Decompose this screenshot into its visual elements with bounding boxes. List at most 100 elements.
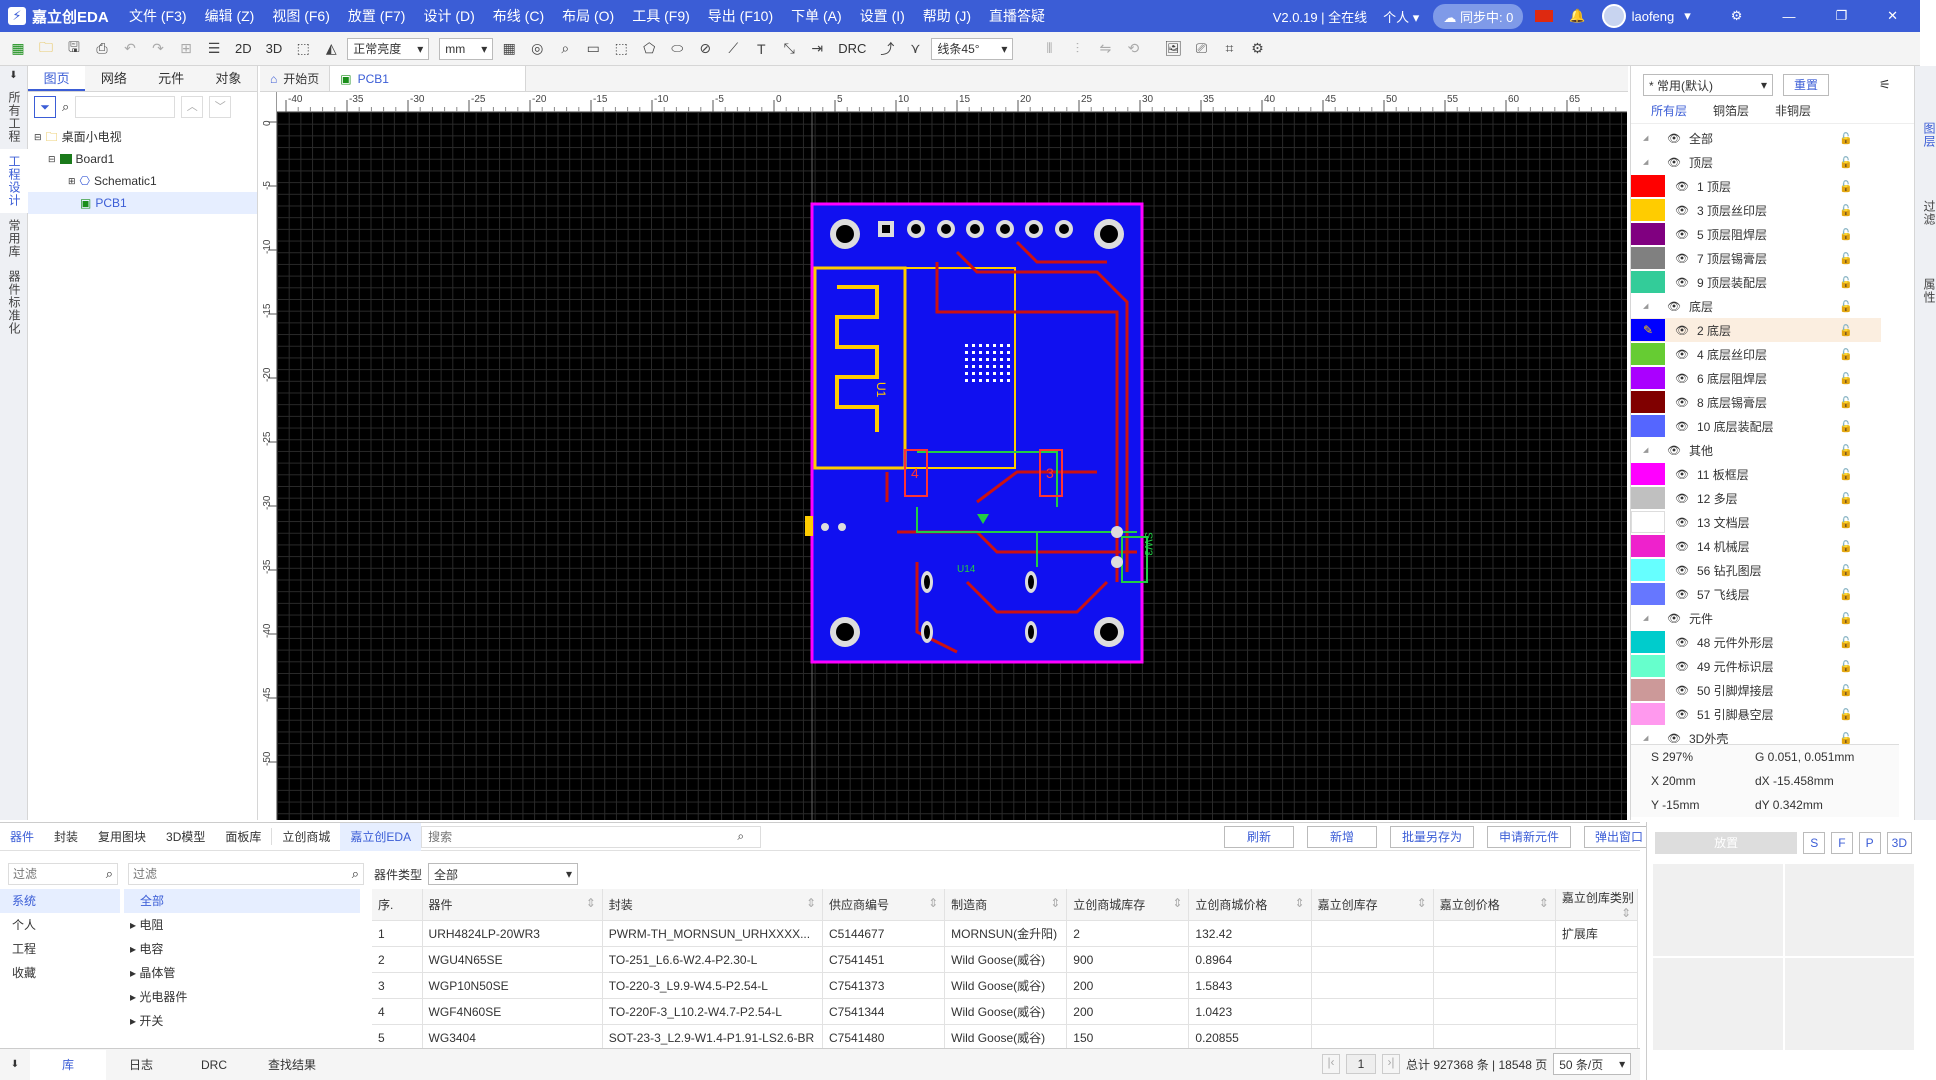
tab-3d-models[interactable]: 3D模型 xyxy=(166,830,206,844)
component-c3[interactable] xyxy=(1039,449,1063,497)
tab-search-results[interactable]: 查找结果 xyxy=(267,1058,316,1072)
text-icon[interactable]: T xyxy=(756,40,766,57)
layer-row[interactable]: 👁5 顶层阻焊层🔓 xyxy=(1631,222,1881,246)
distribute-icon[interactable]: ⫶ xyxy=(1075,40,1080,56)
unit-select[interactable]: mm▾ xyxy=(439,37,494,60)
column-header[interactable]: 嘉立创库类别 ⇕ xyxy=(1555,889,1639,921)
pin-icon[interactable]: ⬇ xyxy=(9,70,18,81)
image-icon[interactable]: 🖼 xyxy=(1164,40,1183,56)
grid-layout-icon[interactable]: ⊞ xyxy=(180,40,192,56)
lock-icon[interactable]: 🔓 xyxy=(1839,228,1853,241)
tab-drc[interactable]: DRC xyxy=(201,1057,227,1072)
layer-row[interactable]: 👁14 机械层🔓 xyxy=(1631,534,1881,558)
tab-footprints[interactable]: 封装 xyxy=(54,830,79,844)
collapse-arrow-icon[interactable]: ◢ xyxy=(1643,159,1649,166)
lock-icon[interactable]: 🔓 xyxy=(1839,468,1853,481)
layer-group-row[interactable]: ◢👁其他🔓 xyxy=(1631,438,1881,462)
collapse-arrow-icon[interactable]: ◢ xyxy=(1643,447,1649,454)
batch-save-button[interactable]: 批量另存为 xyxy=(1390,826,1474,848)
eye-icon[interactable]: 👁 xyxy=(1675,660,1689,673)
layer-color-swatch[interactable] xyxy=(1631,463,1665,485)
eye-icon[interactable]: 👁 xyxy=(1667,732,1681,745)
collapse-icon[interactable]: ⊟ xyxy=(48,154,56,164)
layer-group-row[interactable]: ◢👁底层🔓 xyxy=(1631,294,1881,318)
lock-icon[interactable]: 🔓 xyxy=(1839,204,1853,217)
tab-library[interactable]: 库 xyxy=(30,1049,106,1080)
eye-icon[interactable]: 👁 xyxy=(1675,588,1689,601)
layer-color-swatch[interactable] xyxy=(1631,415,1665,437)
layer-color-swatch[interactable]: ✎ xyxy=(1631,319,1665,341)
pcb-canvas[interactable]: U1 4 3 U14 SW3 xyxy=(277,112,1627,820)
device-type-select[interactable]: 全部▾ xyxy=(428,863,579,885)
chevron-down-icon[interactable]: ▾ xyxy=(1684,8,1691,23)
lock-icon[interactable]: 🔓 xyxy=(1839,420,1853,433)
eye-icon[interactable]: 👁 xyxy=(1675,396,1689,409)
menu-export[interactable]: 导出 (F10) xyxy=(707,8,774,24)
pin-icon[interactable]: ⌕ xyxy=(561,40,570,56)
sort-icon[interactable]: ⇕ xyxy=(1172,896,1183,910)
lock-icon[interactable]: 🔓 xyxy=(1839,252,1853,265)
eye-icon[interactable]: 👁 xyxy=(1667,132,1681,145)
filter-icon[interactable]: ⏷ xyxy=(34,96,56,118)
tab-reuse-blocks[interactable]: 复用图块 xyxy=(98,830,147,844)
restore-icon[interactable]: ❐ xyxy=(1835,8,1848,23)
eye-icon[interactable]: 👁 xyxy=(1667,444,1681,457)
source-favorites[interactable]: 收藏 xyxy=(12,966,37,980)
tab-all-projects[interactable]: 所有工程 xyxy=(7,91,21,143)
fit-view-icon[interactable]: ⬚ xyxy=(296,40,310,56)
sort-icon[interactable]: ⇕ xyxy=(1294,896,1305,910)
column-header[interactable]: 立创商城库存 ⇕ xyxy=(1066,889,1190,921)
layer-settings-icon[interactable]: ⚟ xyxy=(1879,77,1891,92)
align-icon[interactable]: ⫴ xyxy=(1046,40,1053,56)
layer-row[interactable]: 👁10 底层装配层🔓 xyxy=(1631,414,1881,438)
tab-nets[interactable]: 网络 xyxy=(100,71,127,86)
eye-icon[interactable]: 👁 xyxy=(1675,468,1689,481)
layer-color-swatch[interactable] xyxy=(1631,391,1665,413)
column-header[interactable]: 嘉立创库存 ⇕ xyxy=(1311,889,1434,921)
add-button[interactable]: 新增 xyxy=(1307,826,1377,848)
new-file-icon[interactable]: ▦ xyxy=(11,40,25,56)
menu-order[interactable]: 下单 (A) xyxy=(791,8,842,24)
pin-icon[interactable]: ⬇ xyxy=(10,1059,20,1070)
lock-icon[interactable]: 🔓 xyxy=(1839,612,1853,625)
source-personal[interactable]: 个人 xyxy=(12,918,37,932)
tab-log[interactable]: 日志 xyxy=(128,1058,153,1072)
layer-color-swatch[interactable] xyxy=(1631,223,1665,245)
layer-color-swatch[interactable] xyxy=(1631,343,1665,365)
search-icon[interactable]: ⌕ xyxy=(737,829,745,843)
collapse-arrow-icon[interactable]: ◢ xyxy=(1643,735,1649,742)
avatar[interactable] xyxy=(1601,4,1626,28)
ellipse-icon[interactable]: ⬭ xyxy=(671,40,684,56)
category-resistor[interactable]: ▸ 电阻 xyxy=(130,918,164,932)
layer-row[interactable]: 👁48 元件外形层🔓 xyxy=(1631,630,1881,654)
library-search[interactable]: ⌕ xyxy=(421,825,762,848)
tab-common-library[interactable]: 常用库 xyxy=(7,219,21,258)
save-icon[interactable]: 🖫 xyxy=(68,38,80,55)
tab-components[interactable]: 元件 xyxy=(158,71,185,86)
layer-row[interactable]: 👁56 钻孔图层🔓 xyxy=(1631,558,1881,582)
expand-icon[interactable]: ⊞ xyxy=(68,176,76,186)
column-header[interactable]: 供应商编号 ⇕ xyxy=(822,889,946,921)
layer-row[interactable]: 👁13 文档层🔓 xyxy=(1631,510,1881,534)
lock-icon[interactable]: 🔓 xyxy=(1839,708,1853,721)
eye-icon[interactable]: 👁 xyxy=(1675,204,1689,217)
layer-color-swatch[interactable] xyxy=(1631,175,1665,197)
layer-color-swatch[interactable] xyxy=(1631,631,1665,653)
minimize-icon[interactable]: — xyxy=(1782,8,1796,24)
eye-icon[interactable]: 👁 xyxy=(1675,348,1689,361)
place-button[interactable]: 放置 xyxy=(1655,832,1798,854)
layer-color-swatch[interactable] xyxy=(1631,271,1665,293)
lock-icon[interactable]: 🔓 xyxy=(1839,588,1853,601)
eye-icon[interactable]: 👁 xyxy=(1675,324,1689,337)
line-icon[interactable]: ⟋ xyxy=(728,40,739,56)
layer-row[interactable]: 👁3 顶层丝印层🔓 xyxy=(1631,198,1881,222)
tree-item-board[interactable]: ⊟Board1 xyxy=(28,148,257,170)
search-icon[interactable]: ⌕ xyxy=(351,866,359,881)
layer-color-swatch[interactable] xyxy=(1631,199,1665,221)
tab-pages[interactable]: 图页 xyxy=(28,66,86,91)
collapse-arrow-icon[interactable]: ◢ xyxy=(1643,303,1649,310)
eye-icon[interactable]: 👁 xyxy=(1675,636,1689,649)
tree-search-input[interactable] xyxy=(75,96,176,118)
